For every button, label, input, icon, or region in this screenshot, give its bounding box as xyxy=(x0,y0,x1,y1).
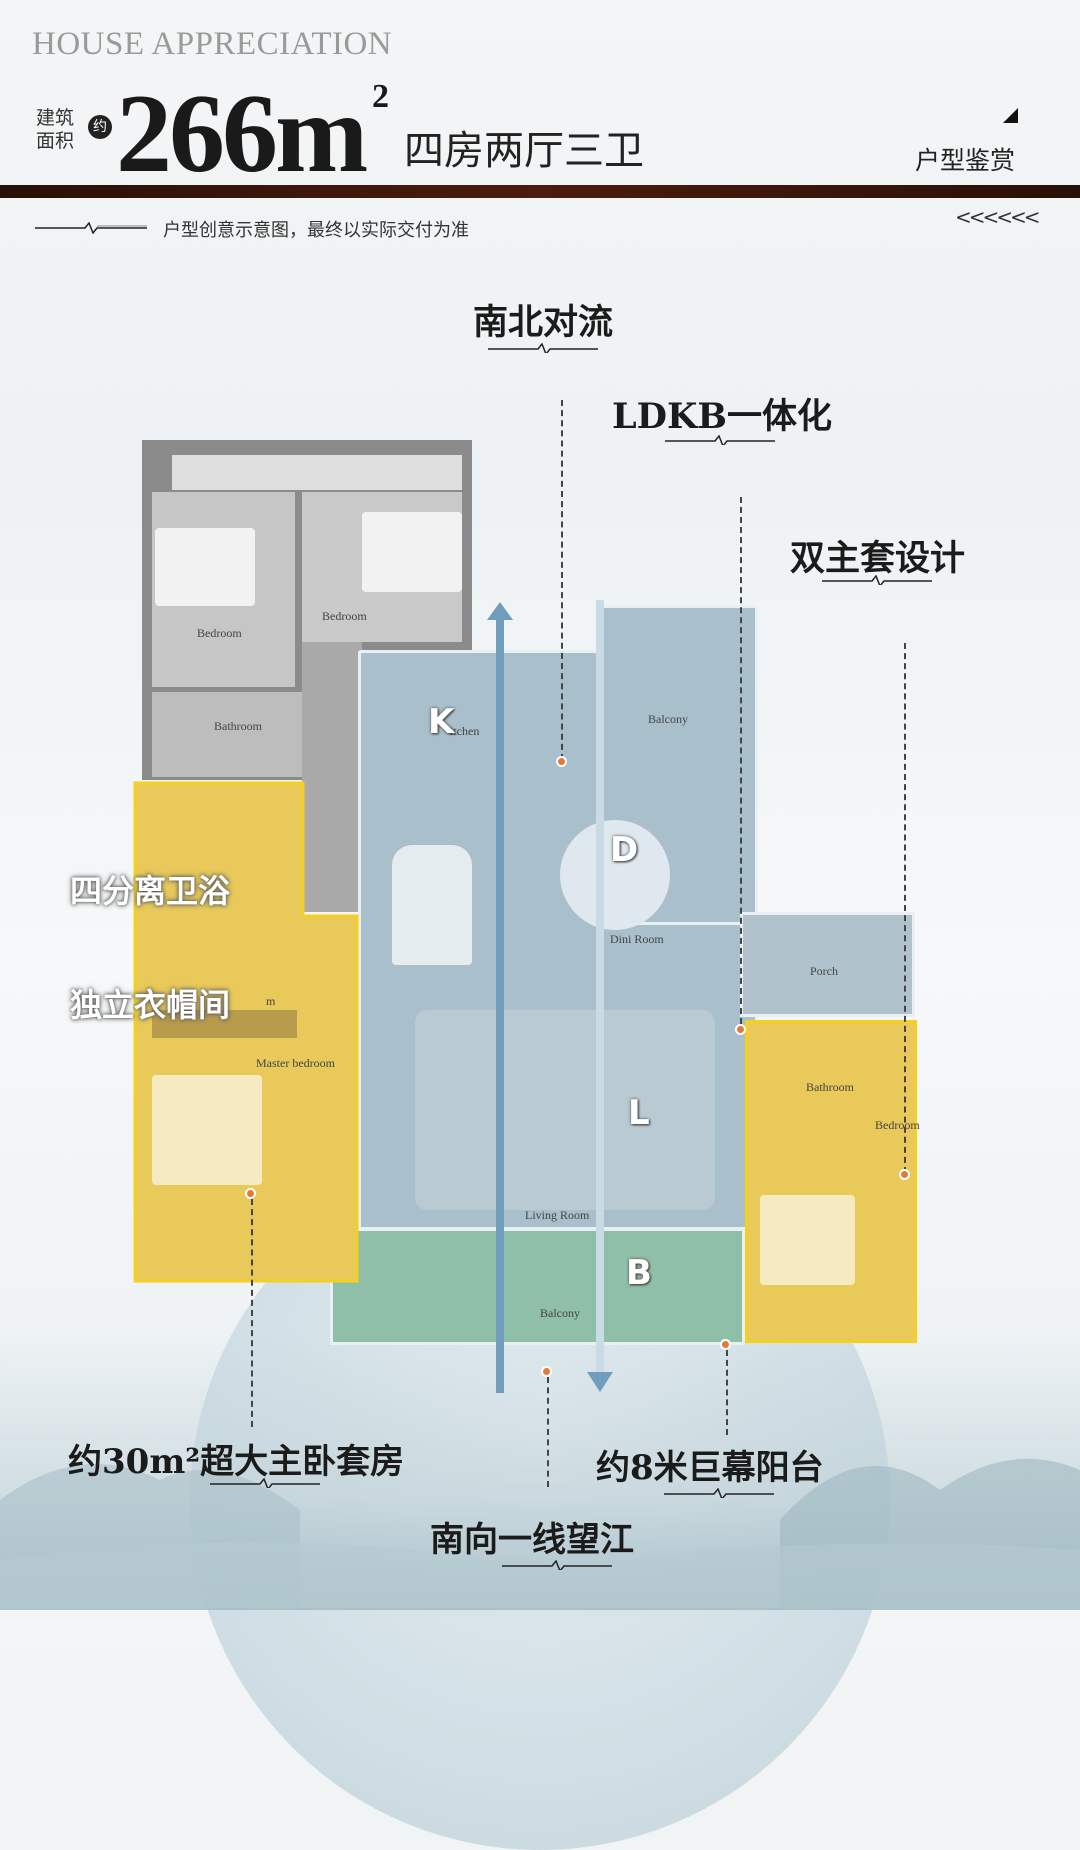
dining-letter: D xyxy=(610,830,639,870)
deco-line-icon xyxy=(210,1478,320,1488)
callout-line xyxy=(251,1199,253,1427)
south-balcony-zone xyxy=(330,1228,745,1345)
area-label: 建筑面积 xyxy=(36,107,74,153)
callout-dot xyxy=(245,1188,256,1199)
kitchen-letter: K xyxy=(428,702,455,742)
callout-line xyxy=(740,497,742,1024)
wardrobe-icon xyxy=(152,1010,297,1038)
area-value: 266m xyxy=(116,72,368,196)
mountain-illustration xyxy=(0,1458,1080,1608)
bed-icon xyxy=(155,528,255,606)
porch-zone xyxy=(740,912,915,1017)
room-label: m xyxy=(266,994,276,1008)
bathroom-1 xyxy=(152,692,302,777)
area-label-line2: 面积 xyxy=(36,130,75,152)
layout-type: 四房两厅三卫 xyxy=(404,128,644,174)
corner-triangle-icon xyxy=(1003,108,1018,123)
second-master-zone xyxy=(745,1020,917,1343)
header-divider-bar xyxy=(0,185,1080,198)
callout-line xyxy=(561,400,563,760)
deco-line-icon xyxy=(822,575,932,585)
bed-icon xyxy=(362,512,462,592)
room-label: Bathroom xyxy=(806,1080,854,1094)
highlight-master-suite: 约30m²超大主卧套房 xyxy=(68,1442,405,1482)
deco-line-icon xyxy=(35,222,147,234)
living-letter: L xyxy=(628,1093,650,1133)
highlight-ns-ventilation: 南北对流 xyxy=(473,302,614,343)
room-label: Bathroom xyxy=(214,719,262,733)
room-label: Master bedroom xyxy=(256,1056,335,1070)
bed-icon xyxy=(152,1075,262,1185)
approx-badge: 约 xyxy=(88,115,112,139)
deco-line-icon xyxy=(664,1488,774,1498)
deco-line-icon xyxy=(488,343,598,353)
highlight-walk-in-closet: 独立衣帽间 xyxy=(70,986,231,1024)
room-label: Balcony xyxy=(648,712,688,726)
callout-dot xyxy=(556,756,567,767)
airflow-down-arrow-icon xyxy=(587,600,613,1392)
chevrons-left-icon: <<<<<< xyxy=(955,205,1041,229)
balcony-letter: B xyxy=(626,1253,652,1293)
callout-dot xyxy=(735,1024,746,1035)
section-title: 户型鉴赏 xyxy=(915,146,1016,175)
callout-line xyxy=(904,643,906,1173)
kitchen-island-icon xyxy=(392,845,472,965)
room-label: Living Room xyxy=(525,1208,590,1222)
highlight-8m-balcony: 约8米巨幕阳台 xyxy=(596,1448,824,1488)
disclaimer-note: 户型创意示意图，最终以实际交付为准 xyxy=(163,220,469,241)
room-label: Bedroom xyxy=(875,1118,920,1132)
callout-dot xyxy=(899,1169,910,1180)
highlight-four-separate-bath: 四分离卫浴 xyxy=(70,872,231,910)
room-label: Dini Room xyxy=(610,932,664,946)
callout-line xyxy=(547,1377,549,1487)
area-label-line1: 建筑 xyxy=(36,107,75,129)
living-rug xyxy=(415,1010,715,1210)
room-label: itchen xyxy=(450,724,480,738)
callout-dot xyxy=(720,1339,731,1350)
english-title: HOUSE APPRECIATION xyxy=(32,26,393,62)
corridor xyxy=(302,642,362,912)
deco-line-icon xyxy=(665,435,775,445)
bed-icon xyxy=(760,1195,855,1285)
room-label: Bedroom xyxy=(322,609,367,623)
north-balcony xyxy=(172,455,462,490)
room-label: Bedroom xyxy=(197,626,242,640)
callout-dot xyxy=(541,1366,552,1377)
room-label: Porch xyxy=(810,964,838,978)
highlight-dual-master: 双主套设计 xyxy=(790,538,966,579)
deco-line-icon xyxy=(502,1560,612,1570)
callout-line xyxy=(726,1350,728,1435)
highlight-ldkb: LDKB一体化 xyxy=(612,396,832,437)
airflow-up-arrow-icon xyxy=(487,602,513,1393)
area-unit-superscript: 2 xyxy=(372,78,389,115)
highlight-river-view: 南向一线望江 xyxy=(430,1520,634,1560)
room-label: Balcony xyxy=(540,1306,580,1320)
dining-table-icon xyxy=(560,820,670,930)
